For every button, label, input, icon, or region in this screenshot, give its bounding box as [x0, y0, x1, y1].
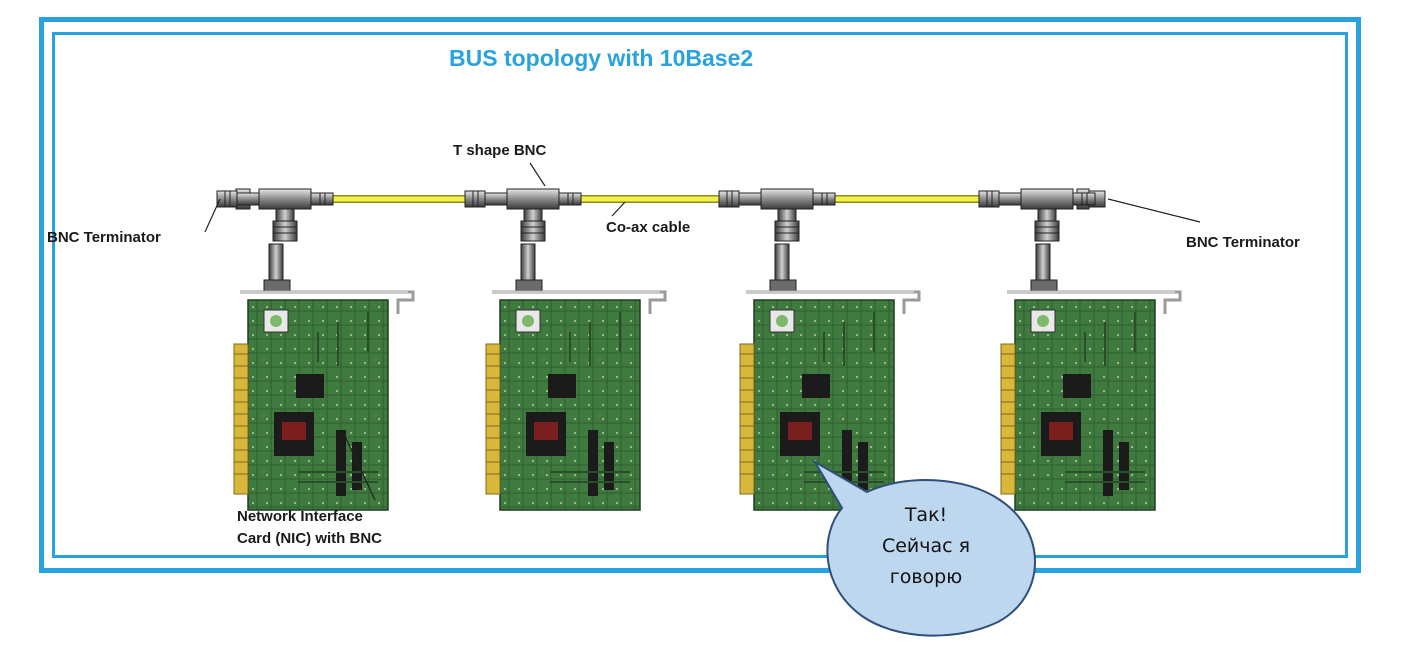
t-connector-1 — [216, 188, 334, 242]
coax-cable-label: Co-ax cable — [606, 219, 691, 236]
nic-label: Network Interface Card (NIC) with BNC — [237, 506, 382, 550]
terminator-left-leader — [204, 198, 221, 233]
speech-bubble-line2: Сейчас я — [881, 535, 971, 557]
diagram-title: BUS topology with 10Base2 — [449, 45, 754, 71]
bnc-terminator-right-label: BNC Terminator — [1186, 234, 1300, 251]
coax-leader — [611, 201, 626, 217]
t-connector-2 — [464, 188, 582, 242]
terminator-right-leader — [1107, 198, 1201, 223]
nic-card-2 — [484, 242, 667, 512]
nic-label-line2: Card (NIC) with BNC — [237, 530, 382, 547]
inner-frame — [52, 32, 1348, 558]
nic-label-line1: Network Interface — [237, 508, 363, 525]
speech-bubble — [812, 459, 1036, 637]
t-shape-bnc-label: T shape BNC — [453, 142, 547, 159]
bnc-terminator-left-label: BNC Terminator — [47, 229, 161, 246]
outer-frame — [39, 17, 1361, 573]
t-connector-4 — [978, 188, 1096, 242]
t-shape-leader — [529, 162, 546, 187]
nic-card-4 — [999, 242, 1182, 512]
leader-lines — [204, 162, 1201, 501]
nic-card-1 — [232, 242, 415, 512]
nic-leader — [342, 431, 376, 501]
speech-bubble-line1: Так! — [904, 504, 948, 526]
speech-bubble-line3: говорю — [889, 566, 963, 588]
speech-bubble-text: Так! Сейчас я говорю — [856, 500, 996, 593]
t-connector-3 — [718, 188, 836, 242]
